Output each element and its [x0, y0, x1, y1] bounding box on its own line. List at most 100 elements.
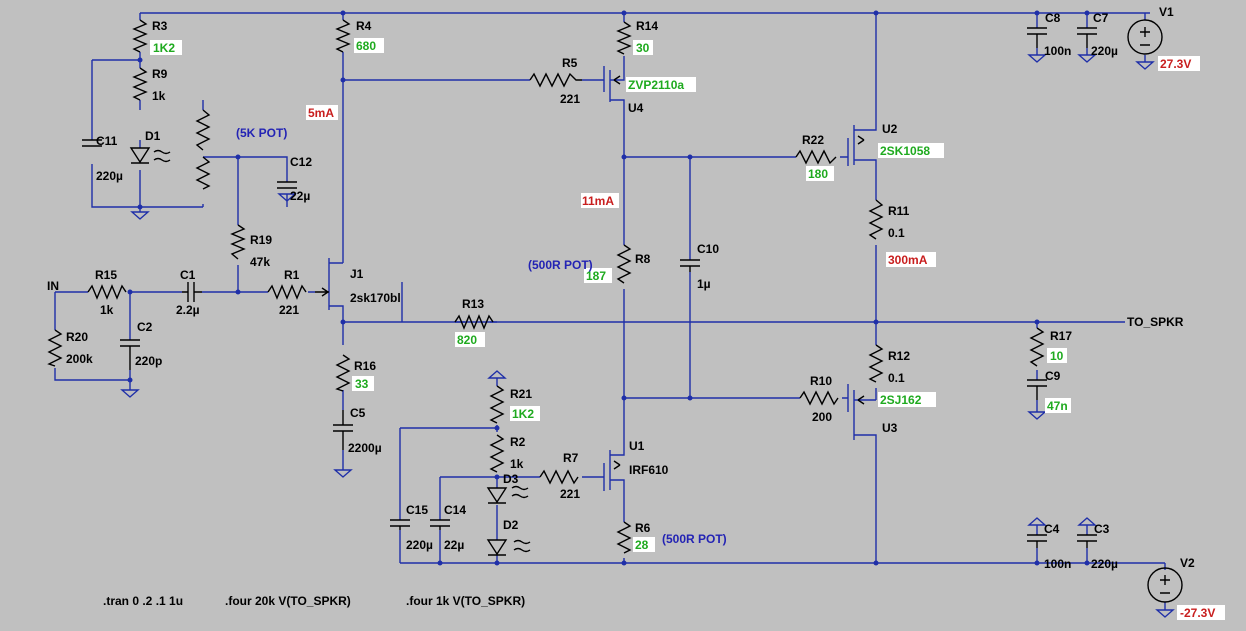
- label-in: IN: [47, 279, 59, 293]
- ground-icon: [130, 211, 150, 220]
- spice-directives: .tran 0 .2 .1 1u .four 20k V(TO_SPKR) .f…: [103, 594, 525, 608]
- label-d1: D1: [145, 129, 161, 143]
- label-c10: C10: [697, 242, 719, 256]
- label-r21: R21: [510, 387, 532, 401]
- label-v2: V2: [1180, 556, 1195, 570]
- value-r10: 200: [812, 410, 832, 424]
- ground-icon: [120, 389, 140, 398]
- resistor-r12: [868, 344, 884, 383]
- value-c11: 220µ: [96, 169, 123, 183]
- value-v1: 27.3V: [1160, 57, 1191, 71]
- value-r15: 1k: [100, 303, 114, 317]
- note-500r-pot-a: (500R POT): [528, 258, 593, 272]
- label-r8: R8: [635, 252, 651, 266]
- capacitor-c10: [680, 259, 700, 272]
- labels: R3 1K2 R9 1k C11 220µ D1 (5K POT) C12 22…: [47, 5, 1215, 620]
- capacitor-c14: [430, 519, 450, 530]
- label-c14: C14: [444, 503, 466, 517]
- value-c3: 220µ: [1091, 557, 1118, 571]
- value-c8: 100n: [1044, 44, 1071, 58]
- label-r13: R13: [462, 297, 484, 311]
- value-c12: 22µ: [290, 189, 310, 203]
- value-r22: 180: [808, 167, 828, 181]
- value-r6: 28: [635, 538, 649, 552]
- capacitor-c1: [182, 282, 202, 302]
- label-r2: R2: [510, 435, 526, 449]
- capacitor-c5: [333, 410, 353, 450]
- ground-icon: [1027, 411, 1047, 420]
- resistor-r6: [616, 521, 632, 554]
- label-u4: U4: [628, 101, 644, 115]
- value-r19: 47k: [250, 255, 270, 269]
- capacitor-c8: [1027, 27, 1047, 48]
- label-r16: R16: [354, 359, 376, 373]
- label-c7: C7: [1093, 11, 1109, 25]
- label-r6: R6: [635, 521, 651, 535]
- label-c12: C12: [290, 155, 312, 169]
- label-j1: J1: [350, 267, 364, 281]
- current-11ma: 11mA: [582, 194, 614, 208]
- label-r7: R7: [563, 451, 579, 465]
- resistor-r20: [47, 329, 63, 367]
- value-v2: -27.3V: [1180, 606, 1215, 620]
- value-r17: 10: [1050, 349, 1064, 363]
- label-r10: R10: [810, 374, 832, 388]
- capacitor-c15: [390, 519, 410, 530]
- label-r11: R11: [888, 204, 910, 218]
- label-r3: R3: [152, 19, 168, 33]
- resistor-r19: [230, 224, 246, 260]
- components: [47, 19, 1183, 603]
- ground-icon: [333, 469, 353, 478]
- resistor-r2: [489, 434, 505, 473]
- resistor-r9: [132, 67, 148, 101]
- label-r22: R22: [802, 133, 824, 147]
- label-r5: R5: [562, 56, 578, 70]
- led-d1-arrows: [153, 149, 171, 163]
- value-c1: 2.2µ: [176, 303, 200, 317]
- note-5k-pot: (5K POT): [236, 126, 287, 140]
- label-c9: C9: [1045, 369, 1061, 383]
- resistor-r8: [616, 244, 632, 284]
- directive-four-1k: .four 1k V(TO_SPKR): [406, 594, 525, 608]
- ground-icon: [1155, 609, 1175, 618]
- resistor-r10: [799, 390, 839, 406]
- value-r11: 0.1: [888, 226, 905, 240]
- mosfet-u1-arrow: [613, 460, 621, 470]
- value-r8: 187: [586, 269, 606, 283]
- value-r5: 221: [560, 92, 580, 106]
- capacitor-c12: [277, 181, 297, 189]
- capacitor-c7: [1077, 27, 1097, 48]
- capacitor-c3: [1077, 534, 1097, 548]
- label-u1: U1: [629, 439, 645, 453]
- value-r2: 1k: [510, 457, 524, 471]
- label-c5: C5: [350, 406, 366, 420]
- value-c2: 220p: [135, 354, 162, 368]
- label-c3: C3: [1094, 522, 1110, 536]
- label-r9: R9: [152, 67, 168, 81]
- jfet-j1: [315, 287, 330, 297]
- label-r12: R12: [888, 349, 910, 363]
- resistor-r11: [868, 199, 884, 240]
- net-label-to-spkr: TO_SPKR: [1127, 315, 1184, 329]
- capacitor-c4: [1027, 534, 1047, 548]
- part-j1: 2sk170bl: [350, 291, 401, 305]
- resistor-r21: [489, 385, 505, 424]
- grounds: [120, 54, 1175, 618]
- label-u2: U2: [882, 122, 898, 136]
- wires: [54, 12, 1166, 610]
- value-r3: 1K2: [153, 41, 175, 55]
- voltage-source-v1: [1127, 19, 1163, 55]
- capacitor-c9: [1027, 379, 1047, 400]
- resistor-r17: [1029, 327, 1045, 367]
- ground-icon: [1077, 54, 1097, 63]
- label-r4: R4: [356, 19, 372, 33]
- resistor-r5: [529, 72, 582, 88]
- led-d3-arrows: [511, 485, 529, 499]
- junctions: [127, 10, 1090, 566]
- label-r15: R15: [95, 268, 117, 282]
- led-d3: [486, 487, 508, 504]
- value-r12: 0.1: [888, 371, 905, 385]
- label-c15: C15: [406, 503, 428, 517]
- label-d2: D2: [503, 518, 519, 532]
